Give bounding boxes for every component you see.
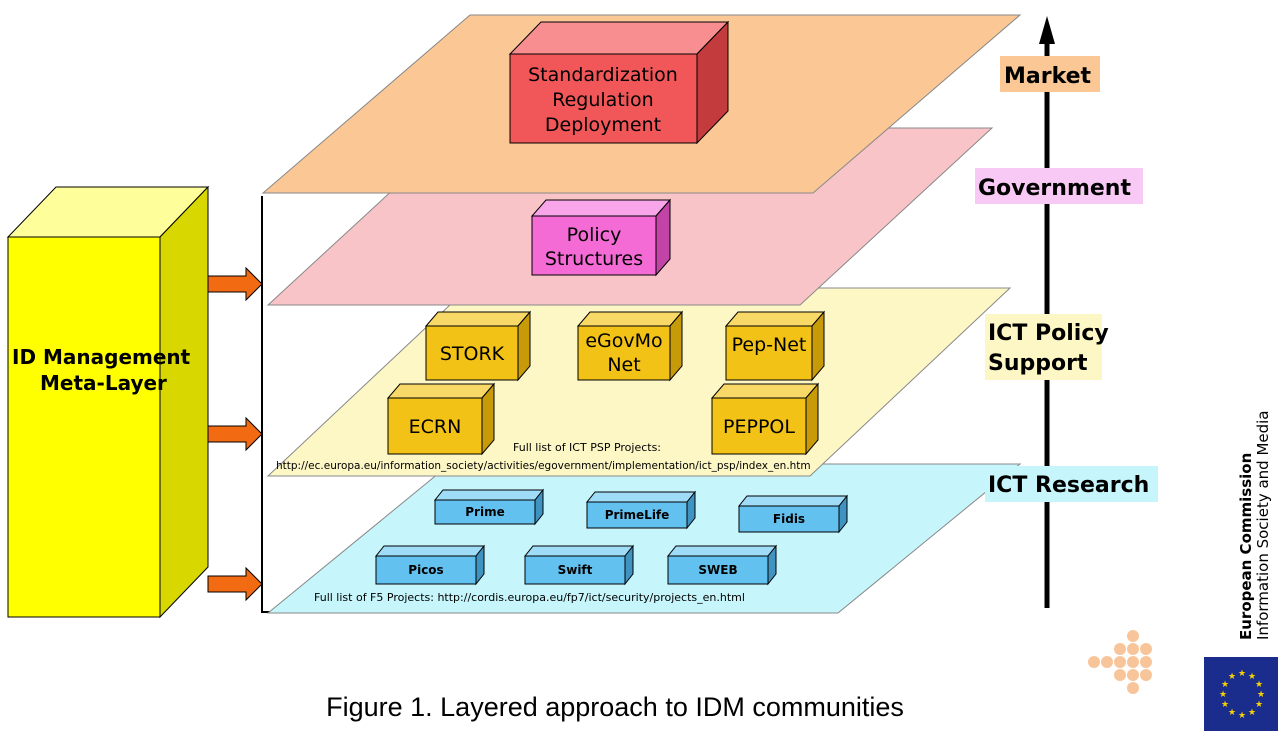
- project-egovmonet-1: eGovMo: [585, 330, 662, 352]
- market-box-line-3: Deployment: [545, 114, 661, 136]
- project-fidis: Fidis: [773, 512, 805, 526]
- policy-box-line-1: Policy: [567, 224, 622, 246]
- ec-label-line-2: Information Society and Media: [1254, 410, 1272, 640]
- svg-text:★: ★: [1238, 711, 1246, 721]
- project-picos: Picos: [408, 563, 443, 577]
- project-box-picos: Picos: [374, 544, 486, 586]
- european-commission-label: European Commission Information Society …: [1237, 410, 1272, 640]
- psp-list-url: http://ec.europa.eu/information_society/…: [276, 460, 811, 472]
- project-box-primelife: PrimeLife: [585, 490, 697, 530]
- project-box-sweb: SWEB: [666, 544, 778, 586]
- eu-flag-icon: ★★★ ★★★ ★★★ ★★★: [1204, 657, 1278, 731]
- research-projects: Prime PrimeLife Fidis Picos Swift: [314, 488, 849, 604]
- project-pepnet: Pep-Net: [732, 334, 807, 356]
- research-list-text: Full list of F5 Projects: http://cordis.…: [314, 591, 745, 604]
- level-label-ict-policy: ICT Policy Support: [985, 314, 1109, 380]
- meta-layer-box: ID Management Meta-Layer: [6, 185, 210, 619]
- market-box: Standardization Regulation Deployment: [508, 20, 730, 145]
- policy-box-line-2: Structures: [545, 248, 643, 270]
- svg-text:★: ★: [1257, 690, 1265, 700]
- project-stork: STORK: [440, 343, 505, 365]
- arrow-icon: [207, 566, 263, 602]
- level-axis: [1039, 16, 1055, 608]
- svg-text:★: ★: [1248, 708, 1256, 718]
- psp-projects: STORK eGovMo Net Pep-Net ECRN PEPPOL: [276, 310, 826, 472]
- project-ecrn: ECRN: [409, 416, 462, 438]
- svg-text:★: ★: [1221, 680, 1229, 690]
- market-box-line-1: Standardization: [528, 64, 678, 86]
- project-box-stork: STORK: [424, 310, 532, 382]
- project-peppol: PEPPOL: [723, 416, 795, 438]
- svg-text:★: ★: [1219, 690, 1227, 700]
- project-swift: Swift: [558, 563, 593, 577]
- level-ict-research: ICT Research: [988, 473, 1149, 498]
- svg-text:★: ★: [1255, 680, 1263, 690]
- arrow-icon: [207, 266, 263, 302]
- ec-label-line-1: European Commission: [1237, 452, 1255, 640]
- svg-text:★: ★: [1228, 708, 1236, 718]
- project-box-egovmonet: eGovMo Net: [576, 310, 684, 382]
- svg-text:★: ★: [1221, 700, 1229, 710]
- project-box-prime: Prime: [433, 488, 545, 526]
- level-government: Government: [978, 176, 1131, 201]
- arrow-icon: [207, 416, 263, 452]
- level-label-government: Government: [975, 168, 1143, 204]
- level-label-market: Market: [1000, 56, 1100, 92]
- svg-text:★: ★: [1248, 672, 1256, 682]
- project-box-fidis: Fidis: [737, 494, 849, 534]
- project-box-ecrn: ECRN: [386, 382, 496, 456]
- svg-text:★: ★: [1255, 700, 1263, 710]
- meta-layer-label-2: Meta-Layer: [40, 371, 167, 395]
- figure-caption: Figure 1. Layered approach to IDM commun…: [326, 692, 904, 722]
- project-box-peppol: PEPPOL: [710, 382, 820, 456]
- psp-list-label: Full list of ICT PSP Projects:: [513, 441, 661, 454]
- project-primelife: PrimeLife: [605, 508, 670, 522]
- project-prime: Prime: [465, 505, 504, 519]
- svg-text:★: ★: [1228, 672, 1236, 682]
- level-ict-policy-1: ICT Policy: [988, 321, 1109, 346]
- meta-layer-label-1: ID Management: [12, 345, 191, 369]
- svg-text:★: ★: [1238, 669, 1246, 679]
- market-box-line-2: Regulation: [552, 89, 653, 111]
- information-society-logo-icon: [1088, 630, 1152, 694]
- project-egovmonet-2: Net: [607, 354, 640, 376]
- level-market: Market: [1004, 64, 1092, 89]
- project-box-swift: Swift: [523, 544, 635, 586]
- level-ict-policy-2: Support: [988, 351, 1088, 376]
- layer-bracket: [261, 196, 270, 613]
- project-box-pepnet: Pep-Net: [724, 310, 826, 382]
- project-sweb: SWEB: [698, 563, 737, 577]
- policy-box: Policy Structures: [530, 198, 672, 277]
- level-label-ict-research: ICT Research: [985, 466, 1158, 502]
